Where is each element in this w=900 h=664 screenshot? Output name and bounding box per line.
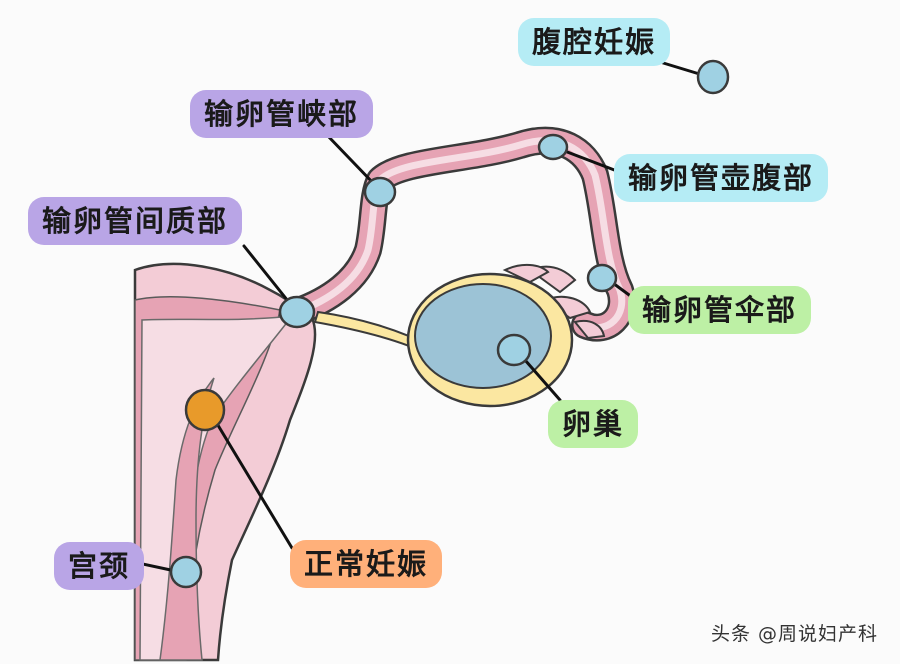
cervical-implant-site <box>169 555 203 589</box>
fimbrial-implant-site <box>586 263 618 293</box>
label-tubal-ampulla: 输卵管壶腹部 <box>614 154 829 202</box>
label-abdominal-pregnancy: 腹腔妊娠 <box>518 18 671 66</box>
isthmic-implant-site <box>363 176 397 208</box>
label-tubal-isthmus: 输卵管峡部 <box>190 90 374 138</box>
ampullary-implant-site <box>537 133 569 161</box>
label-cervix: 宫颈 <box>54 542 145 590</box>
label-normal-pregnancy: 正常妊娠 <box>290 540 443 588</box>
label-tubal-fimbria: 输卵管伞部 <box>628 286 812 334</box>
watermark: 头条 @周说妇产科 <box>710 623 878 645</box>
label-ovary: 卵巢 <box>548 400 639 448</box>
ovarian-implant-site <box>496 333 532 367</box>
abdominal-implant-site <box>696 59 730 95</box>
implant-sites <box>169 59 730 589</box>
label-tubal-interstitial: 输卵管间质部 <box>28 197 243 245</box>
interstitial-implant-site <box>278 295 316 329</box>
normal-implant-site <box>184 388 226 432</box>
